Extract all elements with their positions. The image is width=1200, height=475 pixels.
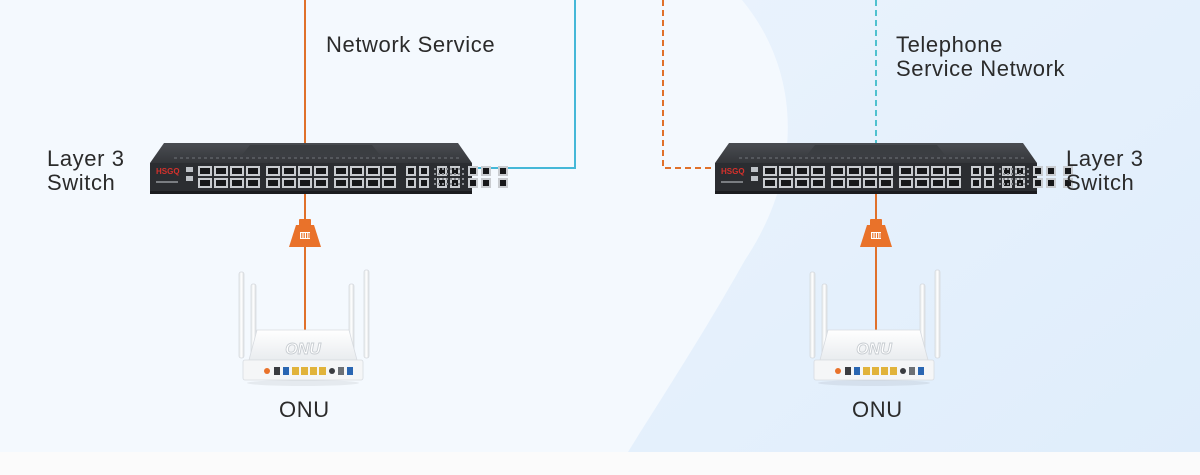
footer-band: [0, 452, 1200, 475]
right-switch-label: Layer 3 Switch: [1066, 147, 1144, 195]
left-onu-label: ONU: [279, 397, 330, 422]
dashed-ethernet-line: [662, 0, 716, 169]
right-switch-label-line1: Layer 3: [1066, 146, 1144, 171]
right-layer3-switch: [715, 143, 1073, 194]
telephone-label-line2: Service Network: [896, 56, 1066, 81]
right-background: [628, 0, 1200, 452]
telephone-service-network-label: Telephone Service Network: [896, 33, 1065, 81]
left-switch-label-line1: Layer 3: [47, 146, 125, 171]
telephone-label-line1: Telephone: [896, 32, 1003, 57]
right-onu-label: ONU: [852, 397, 903, 422]
network-service-label: Network Service: [326, 32, 496, 57]
left-layer3-switch: [150, 143, 508, 194]
left-switch-label-line2: Switch: [47, 170, 116, 195]
right-switch-label-line2: Switch: [1066, 170, 1135, 195]
left-switch-label: Layer 3 Switch: [47, 147, 125, 195]
